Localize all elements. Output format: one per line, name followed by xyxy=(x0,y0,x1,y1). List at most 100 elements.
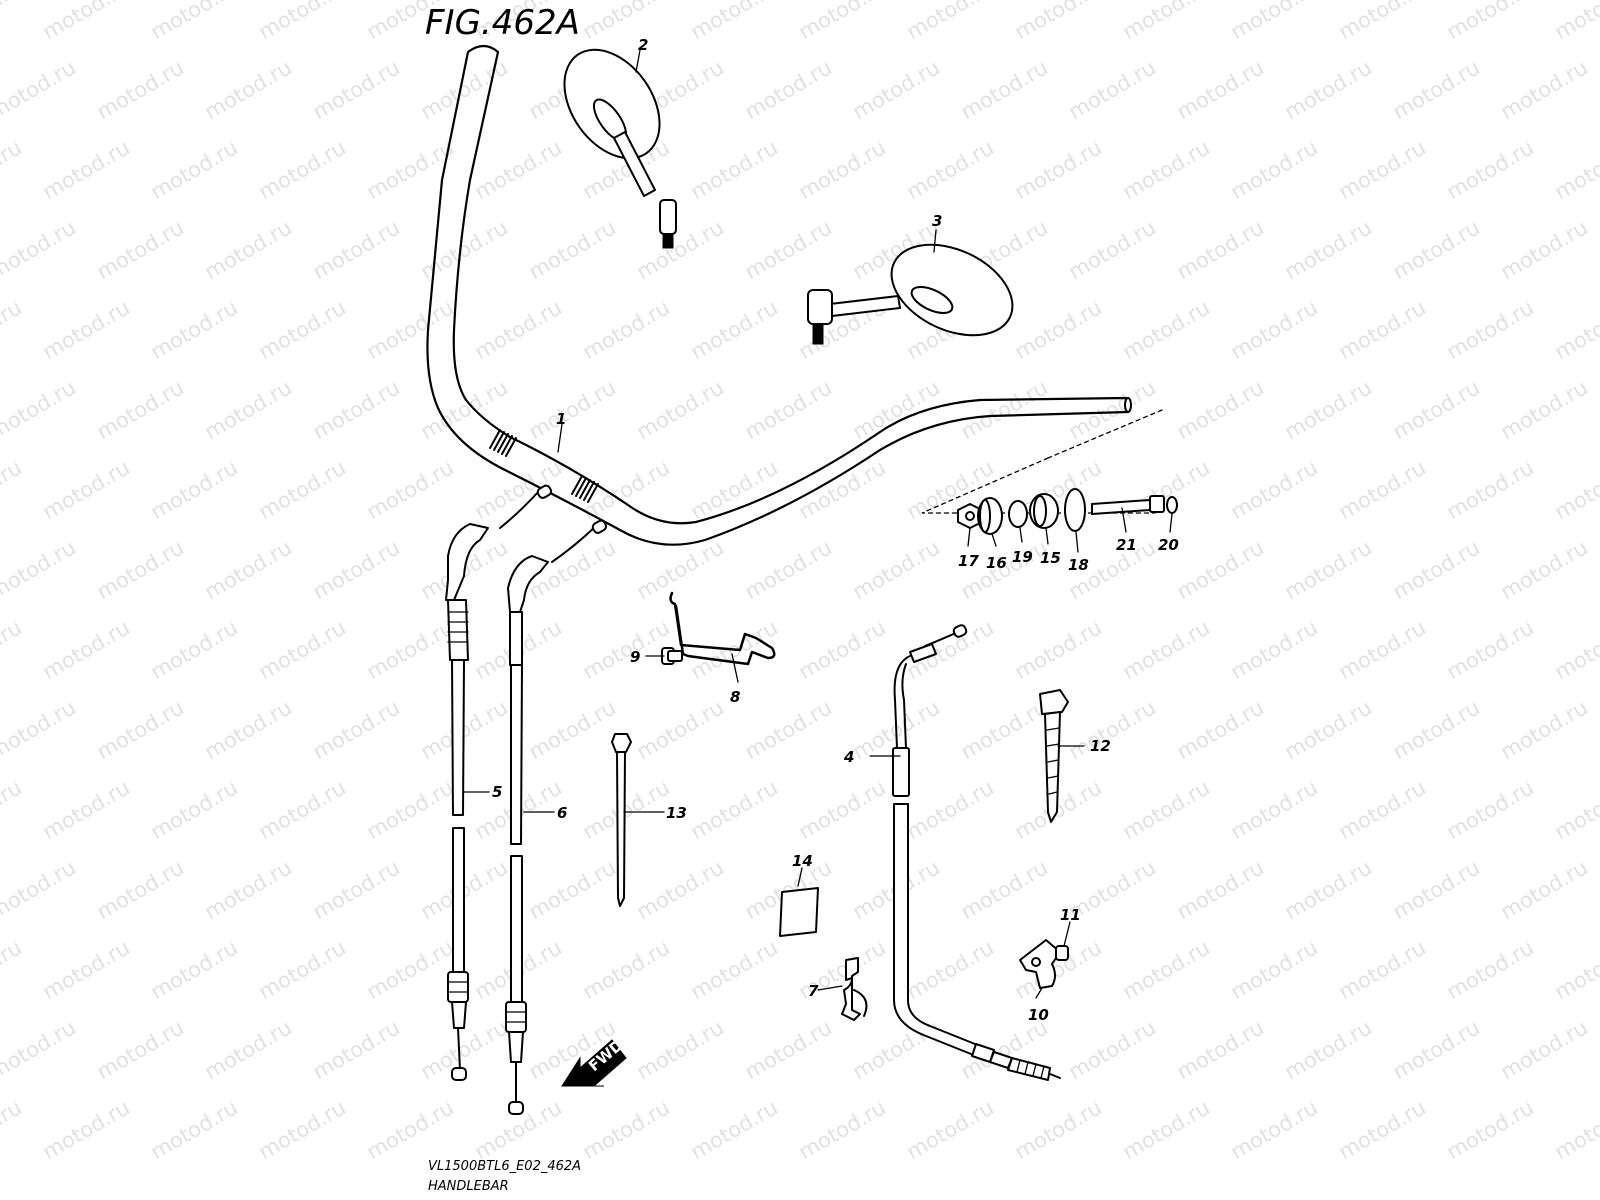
watermark: motod.ru xyxy=(957,375,1052,444)
footer-code: VL1500BTL6_E02_462A xyxy=(428,1159,581,1174)
watermark: motod.ru xyxy=(93,1015,188,1084)
part-14-label[interactable] xyxy=(779,887,819,937)
watermark: motod.ru xyxy=(741,55,836,124)
watermark: motod.ru xyxy=(1551,0,1600,44)
watermark: motod.ru xyxy=(1227,615,1322,684)
part-16-weight[interactable] xyxy=(977,497,1003,535)
watermark: motod.ru xyxy=(1443,775,1538,844)
watermark: motod.ru xyxy=(1389,215,1484,284)
watermark: motod.ru xyxy=(579,295,674,364)
watermark: motod.ru xyxy=(201,695,296,764)
watermark: motod.ru xyxy=(0,935,26,1004)
watermark: motod.ru xyxy=(1173,55,1268,124)
watermark: motod.ru xyxy=(1227,935,1322,1004)
part-6-throttle-cable[interactable] xyxy=(505,519,608,1115)
watermark: motod.ru xyxy=(633,855,728,924)
part-4-clutch-cable[interactable] xyxy=(892,624,1061,1081)
watermark: motod.ru xyxy=(39,1095,134,1164)
watermark: motod.ru xyxy=(1119,0,1214,44)
watermark: motod.ru xyxy=(687,935,782,1004)
watermark: motod.ru xyxy=(1281,1015,1376,1084)
watermark: motod.ru xyxy=(579,775,674,844)
watermark: motod.ru xyxy=(201,375,296,444)
watermark: motod.ru xyxy=(363,935,458,1004)
watermark: motod.ru xyxy=(1335,1095,1430,1164)
callout-10: 10 xyxy=(1028,1006,1049,1024)
watermark: motod.ru xyxy=(525,215,620,284)
watermark: motod.ru xyxy=(579,455,674,524)
watermark: motod.ru xyxy=(1497,215,1592,284)
watermark: motod.ru xyxy=(1335,135,1430,204)
watermark: motod.ru xyxy=(1065,695,1160,764)
watermark: motod.ru xyxy=(363,615,458,684)
watermark: motod.ru xyxy=(1389,55,1484,124)
watermark: motod.ru xyxy=(633,215,728,284)
watermark: motod.ru xyxy=(1551,935,1600,1004)
part-8-cable-clamp[interactable] xyxy=(669,591,776,666)
watermark: motod.ru xyxy=(525,695,620,764)
watermark: motod.ru xyxy=(633,1015,728,1084)
callout-7: 7 xyxy=(808,982,819,1000)
watermark: motod.ru xyxy=(1443,1095,1538,1164)
watermark: motod.ru xyxy=(1173,215,1268,284)
watermark: motod.ru xyxy=(309,1015,404,1084)
part-20-washer[interactable] xyxy=(1166,496,1178,514)
part-18-washer[interactable] xyxy=(1064,488,1086,532)
watermark: motod.ru xyxy=(795,1095,890,1164)
watermark: motod.ru xyxy=(147,935,242,1004)
watermark: motod.ru xyxy=(1389,695,1484,764)
watermark: motod.ru xyxy=(39,615,134,684)
figure-title: FIG.462A xyxy=(425,3,580,43)
part-5-throttle-cable[interactable] xyxy=(445,484,553,1081)
part-7-cable-guide[interactable] xyxy=(841,957,868,1021)
part-15-bushing[interactable] xyxy=(1029,493,1059,529)
watermark: motod.ru xyxy=(39,135,134,204)
watermark: motod.ru xyxy=(1011,1095,1106,1164)
watermark: motod.ru xyxy=(255,935,350,1004)
watermark: motod.ru xyxy=(525,375,620,444)
watermark: motod.ru xyxy=(93,375,188,444)
watermark: motod.ru xyxy=(201,1015,296,1084)
part-11-screw[interactable] xyxy=(1055,945,1069,961)
watermark: motod.ru xyxy=(0,775,26,844)
watermark: motod.ru xyxy=(255,0,350,44)
watermark: motod.ru xyxy=(1065,1015,1160,1084)
part-9-bolt[interactable] xyxy=(661,647,683,665)
watermark: motod.ru xyxy=(0,455,26,524)
watermark: motod.ru xyxy=(1119,615,1214,684)
watermark: motod.ru xyxy=(1173,695,1268,764)
watermark: motod.ru xyxy=(1281,535,1376,604)
footer-name: HANDLEBAR xyxy=(428,1179,509,1194)
watermark: motod.ru xyxy=(1443,135,1538,204)
handlebar-knurl-center xyxy=(571,475,599,503)
part-10-holder[interactable] xyxy=(1019,939,1061,989)
watermark: motod.ru xyxy=(957,695,1052,764)
watermark: motod.ru xyxy=(255,455,350,524)
watermark: motod.ru xyxy=(93,855,188,924)
watermark: motod.ru xyxy=(579,615,674,684)
watermark: motod.ru xyxy=(1227,455,1322,524)
watermark: motod.ru xyxy=(1389,1015,1484,1084)
watermark: motod.ru xyxy=(39,0,134,44)
watermark: motod.ru xyxy=(579,0,674,44)
watermark: motod.ru xyxy=(1227,1095,1322,1164)
part-13-cable-tie[interactable] xyxy=(611,733,632,907)
watermark: motod.ru xyxy=(741,535,836,604)
watermark: motod.ru xyxy=(741,695,836,764)
watermark: motod.ru xyxy=(795,775,890,844)
watermark: motod.ru xyxy=(201,855,296,924)
watermark: motod.ru xyxy=(471,295,566,364)
part-3-right-mirror[interactable] xyxy=(807,227,1027,354)
callout-13: 13 xyxy=(666,804,687,822)
part-2-left-mirror[interactable] xyxy=(545,32,679,249)
part-21-bolt[interactable] xyxy=(1091,495,1165,515)
watermark: motod.ru xyxy=(0,695,80,764)
watermark: motod.ru xyxy=(1281,375,1376,444)
watermark: motod.ru xyxy=(0,535,80,604)
watermark: motod.ru xyxy=(1011,135,1106,204)
part-19-collar[interactable] xyxy=(1008,500,1028,528)
watermark: motod.ru xyxy=(1119,135,1214,204)
watermark: motod.ru xyxy=(1551,775,1600,844)
part-1-handlebar[interactable] xyxy=(426,44,1132,546)
part-12-cable-tie[interactable] xyxy=(1039,689,1069,823)
